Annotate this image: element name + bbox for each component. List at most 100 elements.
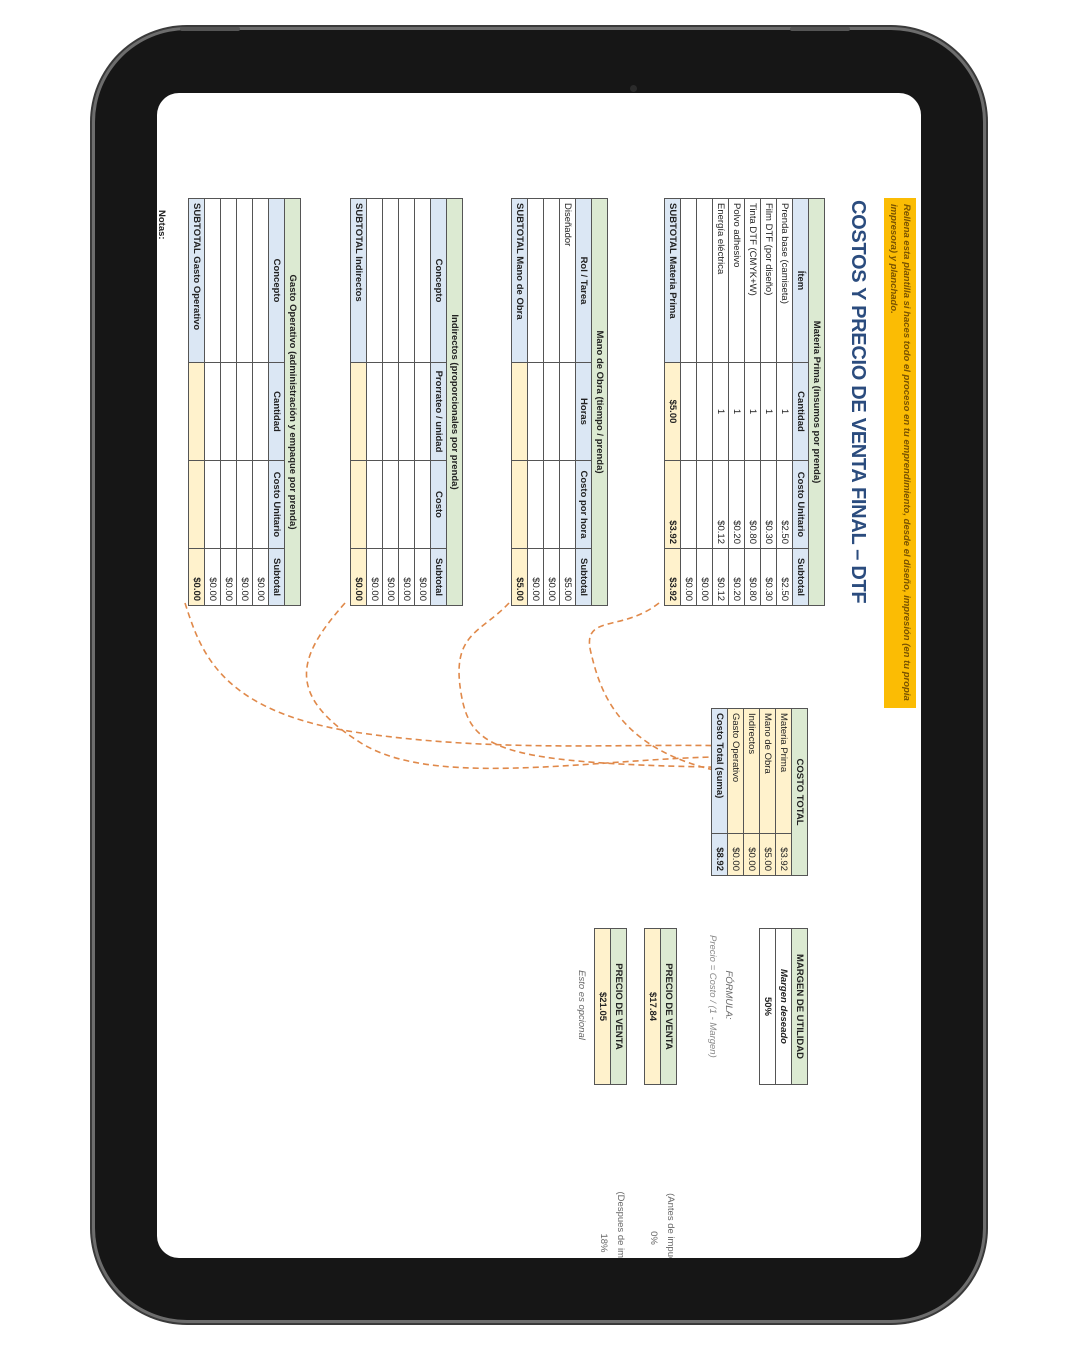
subtotal-value (511, 460, 528, 549)
input-cell[interactable] (527, 198, 544, 363)
input-cell[interactable]: Tinta DTF (CMYK+W) (744, 198, 761, 363)
precio-title: PRECIO DE VENTA (660, 928, 677, 1085)
table-row: $0.00 (236, 198, 253, 606)
input-cell[interactable]: 1 (728, 362, 745, 461)
input-cell[interactable] (252, 362, 269, 461)
connector-materia (588, 602, 788, 780)
input-cell[interactable] (220, 362, 237, 461)
input-cell[interactable] (696, 362, 713, 461)
subtotal-cell[interactable]: $0.00 (680, 548, 697, 606)
input-cell[interactable] (252, 460, 269, 549)
input-cell[interactable] (680, 362, 697, 461)
input-cell[interactable]: $0.80 (744, 460, 761, 549)
table-title: Materia Prima (insumos por prenda) (808, 198, 825, 606)
subtotal-label: SUBTOTAL Materia Prima (664, 198, 681, 363)
input-cell[interactable] (382, 362, 399, 461)
input-cell[interactable]: 1 (760, 362, 777, 461)
input-cell[interactable] (236, 198, 253, 363)
input-cell[interactable] (680, 198, 697, 363)
input-cell[interactable]: 1 (712, 362, 729, 461)
input-cell[interactable] (398, 362, 415, 461)
subtotal-cell[interactable]: $2.50 (776, 548, 793, 606)
input-cell[interactable] (398, 198, 415, 363)
subtotal-cell[interactable]: $0.00 (696, 548, 713, 606)
input-cell[interactable]: Polvo adhesivo (728, 198, 745, 363)
input-cell[interactable] (252, 198, 269, 363)
input-cell[interactable] (543, 362, 560, 461)
subtotal-cell[interactable]: $0.00 (366, 548, 383, 606)
input-cell[interactable] (366, 198, 383, 363)
margen-input[interactable]: 50% (759, 928, 776, 1085)
input-cell[interactable]: Diseñador (559, 198, 576, 363)
subtotal-cell[interactable]: $0.00 (236, 548, 253, 606)
input-cell[interactable]: $0.30 (760, 460, 777, 549)
subtotal-cell[interactable]: $0.30 (760, 548, 777, 606)
input-cell[interactable] (366, 460, 383, 549)
input-cell[interactable] (414, 460, 431, 549)
input-cell[interactable]: 1 (744, 362, 761, 461)
subtotal-value: $3.92 (664, 548, 681, 606)
input-cell[interactable] (236, 460, 253, 549)
input-cell[interactable] (559, 362, 576, 461)
connector-lines (184, 602, 788, 780)
tax-rate[interactable]: 18% (598, 1233, 609, 1253)
table-row: Prenda base (camiseta)1$2.50$2.50 (776, 198, 793, 606)
tax-rate[interactable]: 0% (648, 1231, 659, 1245)
input-cell[interactable] (220, 198, 237, 363)
input-cell[interactable] (414, 362, 431, 461)
input-cell[interactable] (527, 362, 544, 461)
input-cell[interactable]: Energía eléctrica (712, 198, 729, 363)
input-cell[interactable]: $2.50 (776, 460, 793, 549)
gasto-operativo-table: Gasto Operativo (administración y empaqu… (188, 198, 301, 606)
input-cell[interactable] (382, 460, 399, 549)
input-cell[interactable] (204, 198, 221, 363)
column-header: Costo Unitario (268, 460, 285, 549)
table-title-row: Gasto Operativo (administración y empaqu… (284, 198, 301, 606)
subtotal-cell[interactable]: $0.00 (543, 548, 560, 606)
input-cell[interactable] (414, 198, 431, 363)
input-cell[interactable] (680, 460, 697, 549)
subtotal-cell[interactable]: $5.00 (559, 548, 576, 606)
column-header: Subtotal (268, 548, 285, 606)
subtotal-value (350, 362, 367, 461)
input-cell[interactable] (696, 460, 713, 549)
costo-total-value[interactable]: $8.92 (711, 833, 728, 876)
margen-title: MARGEN DE UTILIDAD (791, 928, 808, 1085)
input-cell[interactable] (366, 362, 383, 461)
table-row: $0.00 (398, 198, 415, 606)
input-cell[interactable] (696, 198, 713, 363)
input-cell[interactable] (236, 362, 253, 461)
subtotal-cell[interactable]: $0.00 (382, 548, 399, 606)
input-cell[interactable]: 1 (776, 362, 793, 461)
input-cell[interactable]: Film DTF (por diseño) (760, 198, 777, 363)
subtotal-cell[interactable]: $0.00 (398, 548, 415, 606)
input-cell[interactable] (543, 460, 560, 549)
table-row: $0.00 (527, 198, 544, 606)
table-row: $0.00 (414, 198, 431, 606)
input-cell[interactable] (204, 460, 221, 549)
input-cell[interactable] (543, 198, 560, 363)
input-cell[interactable]: Prenda base (camiseta) (776, 198, 793, 363)
subtotal-cell[interactable]: $0.00 (204, 548, 221, 606)
subtotal-cell[interactable]: $0.00 (220, 548, 237, 606)
subtotal-cell[interactable]: $0.20 (728, 548, 745, 606)
input-cell[interactable] (559, 460, 576, 549)
table-title-row: Mano de Obra (tiempo / prenda) (591, 198, 608, 606)
column-header: Subtotal (430, 548, 447, 606)
subtotal-cell[interactable]: $0.00 (414, 548, 431, 606)
input-cell[interactable]: $0.20 (728, 460, 745, 549)
input-cell[interactable]: $0.12 (712, 460, 729, 549)
input-cell[interactable] (382, 198, 399, 363)
input-cell[interactable] (220, 460, 237, 549)
subtotal-cell[interactable]: $0.12 (712, 548, 729, 606)
precio-value: $17.84 (644, 928, 661, 1085)
input-cell[interactable] (204, 362, 221, 461)
subtotal-cell[interactable]: $0.00 (527, 548, 544, 606)
input-cell[interactable] (527, 460, 544, 549)
subtotal-cell[interactable]: $0.00 (252, 548, 269, 606)
subtotal-cell[interactable]: $0.80 (744, 548, 761, 606)
input-cell[interactable] (398, 460, 415, 549)
